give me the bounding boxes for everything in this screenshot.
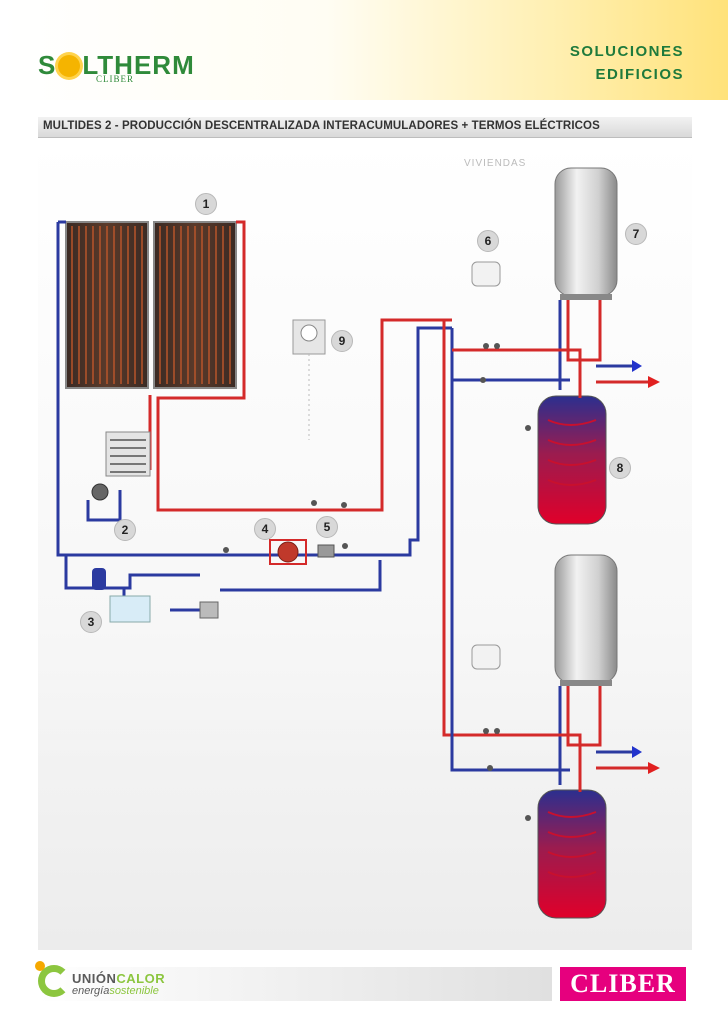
brand-sub: CLIBER [96, 74, 135, 84]
solar-primary-circuit [56, 220, 452, 612]
callout-badge-4: 4 [254, 518, 276, 540]
brand-suffix: LTHERM [82, 50, 195, 80]
heat-dissipator [91, 431, 151, 501]
section-title-line1: SOLUCIONES [569, 43, 684, 60]
zone-label: VIVIENDAS [464, 158, 527, 169]
callout-badge-5: 5 [316, 516, 338, 538]
cold-water-inlet-icon [632, 746, 642, 758]
valves-and-sensors [223, 343, 531, 821]
callout-badge-3: 3 [80, 611, 102, 633]
soltherm-logo: S LTHERM CLIBER [38, 50, 218, 88]
callout-badge-2: 2 [114, 519, 136, 541]
section-title: SOLUCIONES EDIFICIOS [570, 40, 684, 86]
solar-collector-left [65, 221, 149, 389]
hot-water-outlet-icon [648, 762, 660, 774]
callout-badge-7: 7 [625, 223, 647, 245]
title-bar: MULTIDES 2 - PRODUCCIÓN DESCENTRALIZADA … [38, 117, 692, 138]
callout-badge-8: 8 [609, 457, 631, 479]
footer: UNIÓNCALOR energíasostenible CLIBER [0, 955, 728, 1030]
cold-water-inlet-icon [632, 360, 642, 372]
union-calor-dot-icon [35, 961, 45, 971]
pump-group [269, 539, 335, 565]
riser-pipes [442, 320, 530, 772]
header-band [0, 0, 728, 100]
uc-name-prefix: UNIÓN [72, 971, 117, 986]
expansion-vessel [92, 568, 219, 623]
sun-icon [58, 55, 81, 77]
union-calor-tagline: energíasostenible [72, 985, 159, 997]
soltherm-wordmark: S LTHERM [38, 50, 195, 81]
union-calor-name: UNIÓNCALOR [72, 971, 165, 986]
union-calor-c-icon [38, 965, 70, 997]
cliber-logo: CLIBER [560, 967, 686, 1001]
solar-controller [292, 319, 326, 440]
callout-badge-1: 1 [195, 193, 217, 215]
dwelling-unit-1 [471, 167, 660, 525]
uc-tag-suffix: sostenible [109, 985, 159, 997]
solar-collector-right [153, 221, 237, 389]
brand-prefix: S [38, 50, 57, 80]
section-title-line2: EDIFICIOS [595, 66, 684, 83]
hot-water-outlet-icon [648, 376, 660, 388]
union-calor-logo: UNIÓNCALOR energíasostenible [35, 961, 238, 1007]
footer-band [38, 967, 552, 1001]
diagram-title: MULTIDES 2 - PRODUCCIÓN DESCENTRALIZADA … [43, 120, 600, 132]
callout-badge-9: 9 [331, 330, 353, 352]
dwelling-unit-2 [471, 554, 660, 919]
uc-tag-prefix: energía [72, 985, 110, 997]
uc-name-suffix: CALOR [116, 971, 166, 986]
callout-badge-6: 6 [477, 230, 499, 252]
